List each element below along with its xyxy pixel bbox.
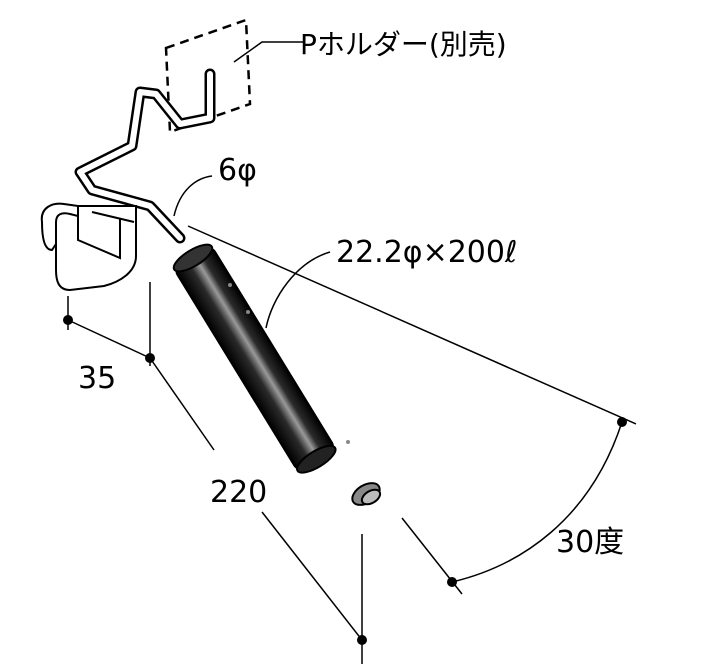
p-holder-outline (164, 18, 252, 134)
dim-35-label: 35 (78, 361, 116, 396)
dim-dot-mid (145, 353, 155, 363)
pipe-spec-leader (265, 251, 331, 329)
p-holder-label: Pホルダー(別売) (300, 28, 507, 61)
mount-bracket (40, 202, 137, 292)
pipe-end-cap (351, 482, 382, 506)
wire-hook (74, 68, 216, 244)
angle-dot-bottom (447, 577, 457, 587)
dim-dot-left (63, 315, 73, 325)
angle-dot-top (617, 417, 627, 427)
wire-diameter-label: 6φ (218, 153, 257, 188)
pipe-spec-label: 22.2φ×200ℓ (336, 235, 517, 270)
dim-220-label: 220 (210, 475, 267, 510)
dim-dot-bottom (357, 635, 367, 645)
angle-label: 30度 (556, 525, 624, 560)
dimension-lines (67, 282, 363, 664)
p-holder-leader (233, 41, 304, 63)
pipe (172, 243, 350, 474)
wire-diameter-leader (173, 175, 213, 217)
